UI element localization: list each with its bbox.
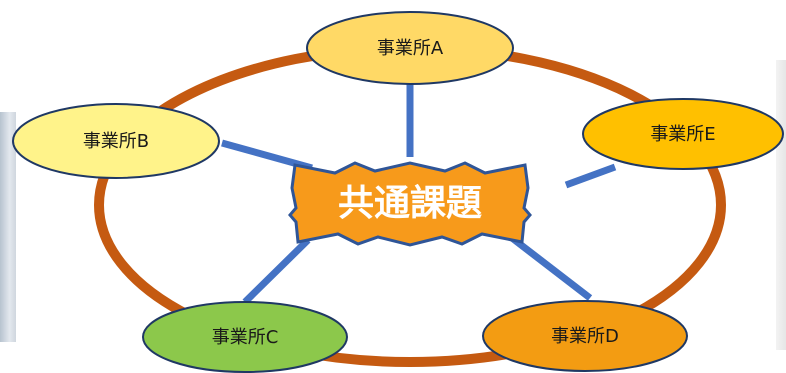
connector-d	[509, 235, 593, 301]
connector-b	[221, 139, 313, 172]
node-a: 事業所A	[306, 11, 514, 85]
node-b-ellipse	[12, 103, 220, 179]
node-d: 事業所D	[482, 300, 688, 372]
center-label: 共通課題	[338, 183, 482, 224]
node-c-label: 事業所C	[212, 327, 279, 348]
node-a-label: 事業所A	[377, 38, 444, 59]
connector-c	[242, 237, 311, 305]
left-photo-strip	[0, 112, 16, 342]
node-d-ellipse	[482, 300, 688, 372]
right-photo-strip	[776, 60, 786, 350]
center-starburst	[288, 161, 532, 247]
node-c-ellipse	[142, 301, 348, 373]
node-d-label: 事業所D	[551, 326, 619, 347]
node-e: 事業所E	[582, 98, 784, 170]
connector-lines	[221, 84, 617, 305]
node-b-label: 事業所B	[83, 131, 149, 152]
node-e-label: 事業所E	[650, 124, 715, 145]
node-a-ellipse	[306, 11, 514, 85]
connector-e	[564, 163, 617, 189]
node-c: 事業所C	[142, 301, 348, 373]
node-e-ellipse	[582, 98, 784, 170]
node-b: 事業所B	[12, 103, 220, 179]
